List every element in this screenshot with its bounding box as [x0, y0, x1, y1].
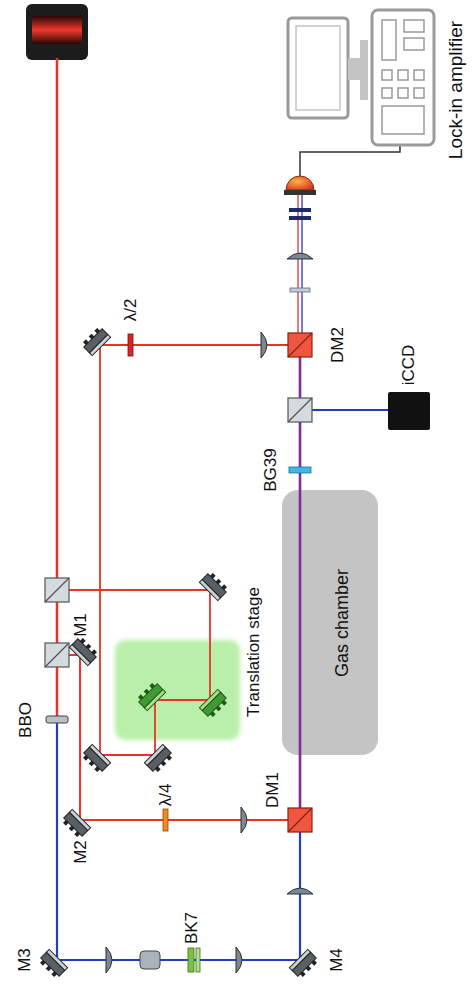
imaging-beam: [300, 409, 388, 411]
dichroic-mirror: [288, 333, 312, 357]
fundamental-beam: [56, 58, 59, 720]
component-label: M2: [72, 840, 89, 864]
photodetector: [286, 176, 314, 190]
component-label: DM2: [329, 327, 346, 363]
quarter-wave-plate: [163, 809, 168, 831]
signal-beam-blue: [301, 192, 302, 345]
lens: [287, 888, 313, 894]
component-label: BK7: [183, 912, 200, 944]
laser-source: [26, 4, 88, 60]
region-label: Translation stage: [245, 587, 262, 717]
mirror: [144, 744, 174, 774]
mirror: [38, 949, 68, 979]
iccd-camera: [388, 392, 430, 430]
bbo-crystal: [46, 716, 68, 723]
component-label: M3: [16, 948, 33, 972]
beam-splitter: [288, 398, 312, 422]
beam-splitter: [45, 643, 69, 667]
signal-cable: [300, 145, 400, 176]
dichroic-mirror: [288, 808, 312, 832]
component-label: iCCD: [400, 345, 417, 386]
bk7-plate: [196, 948, 200, 972]
lens: [261, 332, 267, 358]
component-label: λ/4: [157, 784, 174, 807]
instrument-label: Lock-in amplifier: [446, 21, 465, 159]
delay-mirror: [199, 689, 229, 719]
mirror: [81, 744, 111, 774]
delay-mirror: [136, 681, 166, 711]
translation-stage: Translation stage: [115, 640, 240, 740]
component-label: BBO: [17, 702, 34, 738]
mirror: [199, 571, 229, 601]
lock-in-computer: [288, 10, 434, 145]
half-wave-plate: [128, 334, 133, 356]
mirror: [289, 949, 319, 979]
component-label: M4: [328, 948, 345, 972]
pump-beam: [57, 655, 300, 820]
lens: [106, 947, 112, 973]
translation-stage-shape: [115, 640, 240, 740]
component-label: DM1: [264, 772, 281, 808]
chamber-label: Gas chamber: [333, 568, 351, 676]
probe-beam: [57, 345, 300, 755]
compensator: [140, 951, 160, 969]
gas-chamber: Gas chamber: [282, 490, 378, 755]
lens: [241, 807, 247, 833]
band-filter: [289, 208, 311, 212]
band-filter: [289, 216, 311, 220]
lens: [236, 947, 242, 973]
component-label: M1: [72, 613, 89, 637]
mirror: [61, 809, 91, 839]
lens: [287, 253, 313, 259]
beam-splitter: [45, 578, 69, 602]
component-label: BG39: [262, 448, 279, 491]
second-harmonic-beam: [57, 720, 300, 960]
mirror: [81, 326, 111, 356]
bk7-plate: [188, 948, 194, 972]
gas-chamber-shape: [282, 490, 378, 755]
mirror: [69, 636, 99, 666]
bg39-filter: [289, 467, 311, 473]
component-label: λ/2: [122, 299, 139, 322]
detector-base: [284, 190, 316, 195]
filter-plate: [290, 288, 310, 292]
signal-beam-red: [297, 192, 298, 345]
